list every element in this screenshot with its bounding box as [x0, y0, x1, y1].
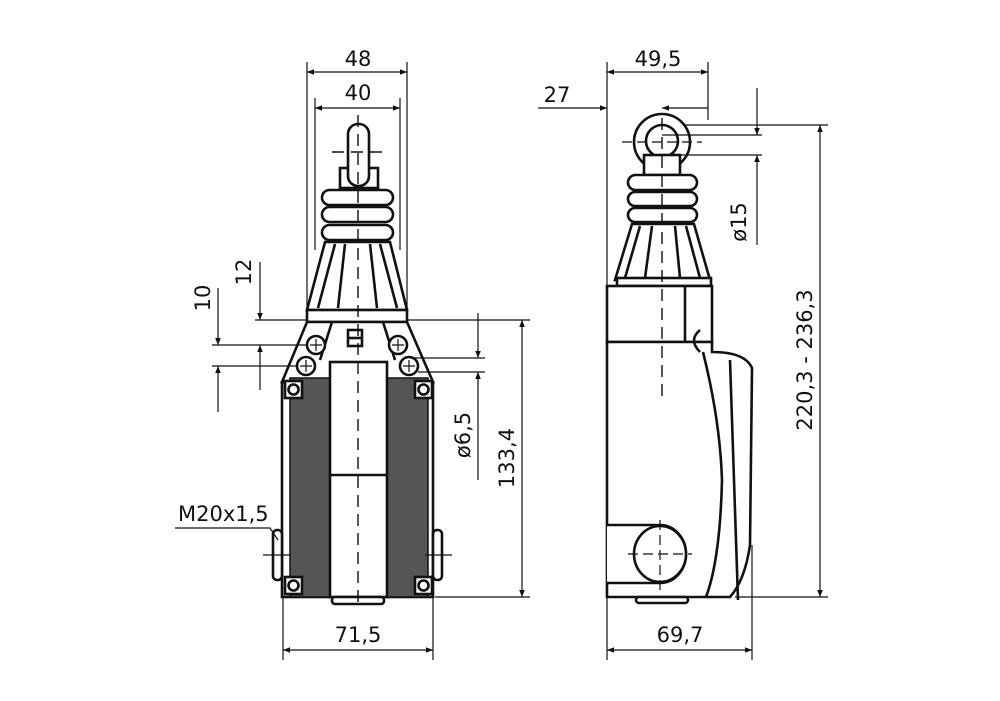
dim-hole-diameter-label: ø6,5 — [451, 412, 475, 458]
dim-total-height-label: 220,3 - 236,3 — [793, 289, 817, 430]
dim-27-label: 27 — [544, 83, 571, 107]
dim-12-label: 12 — [232, 259, 256, 286]
dim-69-label: 69,7 — [657, 623, 704, 647]
corner-screws — [283, 379, 434, 596]
dim-roller-diameter-label: ø15 — [727, 202, 751, 242]
dim-48-label: 48 — [345, 47, 372, 71]
dim-71-label: 71,5 — [335, 623, 382, 647]
dim-49-label: 49,5 — [635, 47, 682, 71]
dim-40-label: 40 — [345, 81, 372, 105]
side-view: 49,5 27 ø15 220 — [538, 47, 828, 660]
hinge-bolts — [295, 334, 420, 377]
thread-label: M20x1,5 — [178, 502, 269, 526]
front-view: 48 40 — [175, 47, 530, 660]
dim-10-label: 10 — [191, 285, 215, 312]
dim-133-label: 133,4 — [495, 428, 519, 488]
